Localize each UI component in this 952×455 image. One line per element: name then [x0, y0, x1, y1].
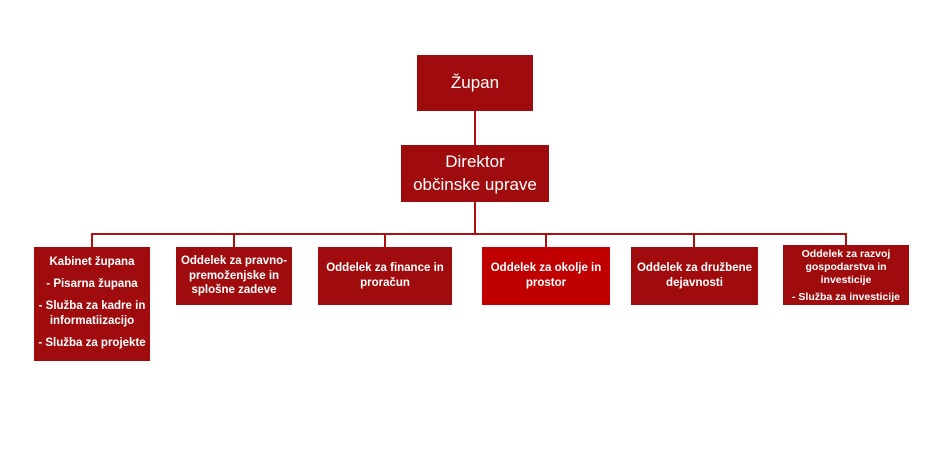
dept-razvoj-title: Oddelek za razvoj gospodarstva in invest… — [801, 248, 891, 287]
dept-kabinet-subunit: - Pisarna župana — [46, 277, 138, 290]
connector-horizontal-bus — [91, 233, 847, 235]
org-node-dept-finance: Oddelek za finance in proračun — [318, 247, 452, 305]
org-node-dept-kabinet-zupana: Kabinet župana - Pisarna župana - Služba… — [34, 247, 150, 361]
dept-razvoj-subunit: - Služba za investicije — [792, 291, 900, 304]
connector-drop-kabinet — [91, 234, 93, 247]
dept-kabinet-subunit: - Služba za kadre in informatiizacijo — [38, 299, 146, 327]
dept-druzbene-title: Oddelek za družbene dejavnosti — [636, 262, 753, 289]
connector-drop-druzbene — [693, 234, 695, 247]
org-node-mayor: Župan — [417, 55, 533, 111]
connector-drop-okolje — [545, 234, 547, 247]
connector-drop-finance — [384, 234, 386, 247]
org-node-director: Direktor občinske uprave — [401, 145, 549, 202]
org-node-dept-razvoj: Oddelek za razvoj gospodarstva in invest… — [783, 245, 909, 305]
dept-kabinet-title: Kabinet župana — [49, 256, 135, 268]
org-node-dept-druzbene: Oddelek za družbene dejavnosti — [631, 247, 758, 305]
org-node-mayor-label: Župan — [450, 72, 500, 92]
connector-drop-razvoj — [845, 234, 847, 245]
connector-drop-pravno — [233, 234, 235, 247]
dept-pravno-title: Oddelek za pravno-premoženjske in splošn… — [180, 254, 288, 297]
org-node-dept-okolje: Oddelek za okolje in prostor — [482, 247, 610, 305]
connector-director-bus — [474, 202, 476, 234]
connector-mayor-director — [474, 111, 476, 145]
org-node-director-label: Direktor občinske uprave — [413, 152, 537, 194]
dept-kabinet-subunit: - Služba za projekte — [38, 336, 146, 349]
dept-okolje-title: Oddelek za okolje in prostor — [490, 262, 602, 289]
dept-finance-title: Oddelek za finance in proračun — [326, 262, 444, 289]
org-node-dept-pravno-premozenjske: Oddelek za pravno-premoženjske in splošn… — [176, 247, 292, 305]
